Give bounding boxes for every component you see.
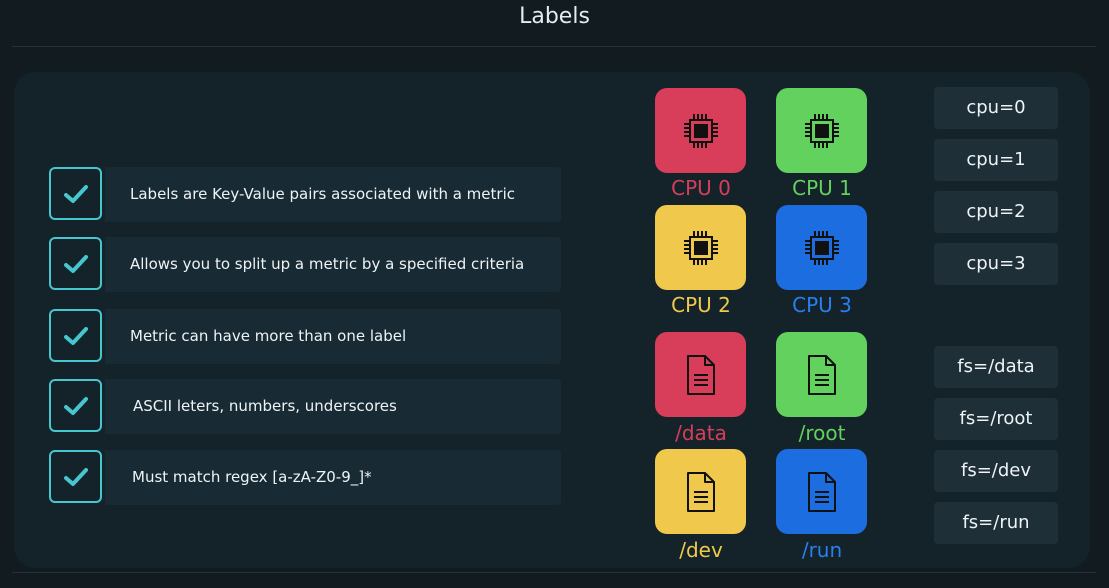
fs-tile: [655, 449, 746, 534]
checkmark-icon: [64, 185, 88, 203]
fs-tile-label: /data: [675, 421, 727, 445]
cpu-chip-icon: [683, 113, 718, 148]
title-divider: [12, 46, 1096, 47]
checklist-text: Metric can have more than one label: [105, 309, 561, 364]
checkbox: [49, 167, 102, 220]
checkbox: [49, 379, 102, 432]
fs-tag: fs=/root: [934, 398, 1058, 440]
document-icon: [807, 354, 836, 395]
checkmark-icon: [64, 468, 88, 486]
fs-tile-label: /dev: [679, 538, 723, 562]
fs-tag: fs=/data: [934, 346, 1058, 388]
checkmark-icon: [64, 397, 88, 415]
checkmark-icon: [64, 327, 88, 345]
checklist-text: Labels are Key-Value pairs associated wi…: [105, 167, 561, 222]
fs-tag: fs=/run: [934, 502, 1058, 544]
checklist-item: Allows you to split up a metric by a spe…: [49, 237, 561, 293]
fs-tile: [776, 449, 867, 534]
checkbox: [49, 237, 102, 290]
fs-tile: [655, 332, 746, 417]
cpu-tile-label: CPU 3: [792, 293, 852, 317]
cpu-chip-icon: [804, 230, 839, 265]
checklist-item: Must match regex [a-zA-Z0-9_]*: [49, 450, 561, 506]
fs-tile: [776, 332, 867, 417]
cpu-tile: [655, 205, 746, 290]
cpu-chip-icon: [804, 113, 839, 148]
cpu-tile-label: CPU 2: [671, 293, 731, 317]
document-icon: [686, 354, 715, 395]
checkbox: [49, 450, 102, 503]
checklist-item: ASCII leters, numbers, underscores: [49, 379, 561, 435]
checkbox: [49, 309, 102, 362]
cpu-tile: [776, 88, 867, 173]
cpu-tag: cpu=1: [934, 139, 1058, 181]
document-icon: [686, 471, 715, 512]
fs-tag: fs=/dev: [934, 450, 1058, 492]
cpu-chip-icon: [683, 230, 718, 265]
fs-tile-label: /run: [801, 538, 843, 562]
checklist-item: Labels are Key-Value pairs associated wi…: [49, 167, 561, 223]
cpu-tag: cpu=2: [934, 191, 1058, 233]
document-icon: [807, 471, 836, 512]
bottom-divider: [12, 572, 1096, 573]
checklist-text: Must match regex [a-zA-Z0-9_]*: [105, 450, 561, 505]
cpu-tile-label: CPU 0: [671, 176, 731, 200]
cpu-tag: cpu=0: [934, 87, 1058, 129]
checklist-item: Metric can have more than one label: [49, 309, 561, 365]
cpu-tile: [776, 205, 867, 290]
fs-tile-label: /root: [798, 421, 846, 445]
cpu-tile: [655, 88, 746, 173]
checkmark-icon: [64, 255, 88, 273]
cpu-tag: cpu=3: [934, 243, 1058, 285]
checklist-text: ASCII leters, numbers, underscores: [105, 379, 561, 434]
checklist-text: Allows you to split up a metric by a spe…: [105, 237, 561, 292]
page-title: Labels: [519, 4, 590, 29]
cpu-tile-label: CPU 1: [792, 176, 852, 200]
